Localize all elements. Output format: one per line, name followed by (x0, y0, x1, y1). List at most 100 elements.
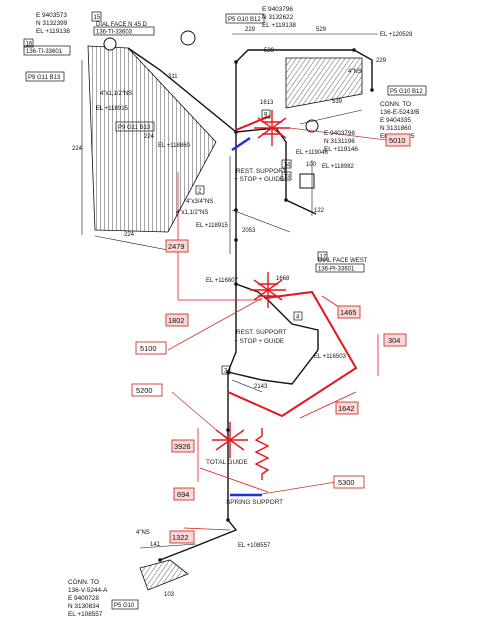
coord-right-conn-1: CONN. TO (380, 101, 411, 108)
tag-p5-g10-bottom: P5 G10 (114, 603, 135, 609)
coord-top-left-e: E 9403573 (36, 12, 67, 19)
balloon-14: 14 (284, 163, 291, 169)
pipe-size-label-2: 4"NS (348, 69, 362, 75)
coord-mid-right-n: N 3131196 (324, 138, 355, 145)
elevation-118982: EL +118982 (322, 164, 355, 170)
spring-coil (254, 428, 270, 480)
callout-5200: 5200 (136, 386, 152, 395)
coord-top-center-n: N 3132622 (262, 14, 294, 21)
support-symbol-top (254, 110, 290, 146)
dim-141: 141 (150, 542, 161, 548)
callout-5100: 5100 (140, 344, 156, 353)
tag-dial-face-45-line1: DIAL FACE N 45 D (96, 22, 147, 28)
support-symbol-guide (212, 422, 248, 458)
dim-1668: 1668 (276, 276, 290, 282)
tag-ti-33601: 136-TI-33601 (26, 49, 63, 55)
hatched-plane-bottom (139, 559, 189, 591)
top-blue-segment (231, 137, 251, 151)
tag-dial-face-west-line2: 136-PI-33601 (318, 267, 355, 273)
elevation-108557: EL +108557 (238, 543, 271, 549)
callout-1642: 1642 (338, 404, 354, 413)
dim-1613: 1613 (260, 100, 274, 106)
elevation-120528: EL +120528 (380, 32, 413, 38)
tag-p5-g10-b12-right: P5 G10 B12 (390, 89, 423, 95)
note-rest-support-1-line2: + STOP + GUIDE (234, 176, 284, 183)
coord-right-conn-3: E 9404335 (380, 117, 411, 124)
hatched-plane-left (87, 45, 217, 233)
pipe-size-label-4: 4"x1,1/2"NS (176, 210, 208, 216)
dim-122: 122 (314, 208, 325, 214)
callout-2479: 2479 (168, 242, 184, 251)
tag-dial-face-west-line1: DIAL FACE WEST (318, 258, 368, 264)
note-spring-support: SPRING SUPPORT (226, 499, 283, 506)
dim-311: 311 (168, 74, 178, 80)
elevation-116503: EL +116503 (314, 354, 347, 360)
elevation-118860: EL +118860 (158, 143, 191, 149)
coord-mid-right-el: EL +119146 (324, 146, 358, 153)
balloon-13: 13 (284, 175, 291, 181)
coord-bottom-conn-1: CONN. TO (68, 579, 99, 586)
elevation-118915-a: EL +118915 (96, 106, 129, 112)
pipe-size-label-3: 4"x3/4"NS (186, 199, 213, 205)
coord-top-left-n: N 3132399 (36, 20, 68, 27)
balloon-16: 16 (26, 42, 33, 48)
balloon-3: 3 (224, 369, 228, 375)
tag-p5-g10-b12-top: P5 G10 B12 (228, 17, 261, 23)
callout-304: 304 (388, 336, 400, 345)
tag-p9-g11-b13-left: P9 G11 B13 (28, 75, 61, 81)
callout-3926: 3926 (174, 442, 190, 451)
elevation-118915-b: EL +118915 (196, 223, 229, 229)
coord-bottom-conn-4: N 3130834 (68, 603, 100, 610)
pipe-nodes (158, 48, 374, 562)
dim-229-a: 229 (245, 27, 256, 33)
balloon-9: 9 (264, 113, 268, 119)
note-rest-support-1-line1: REST. SUPPORT (236, 168, 287, 175)
coord-top-center-el: EL +119138 (262, 22, 296, 29)
dim-539-a: 539 (264, 48, 275, 54)
support-symbol-mid (250, 272, 286, 308)
coord-bottom-conn-5: EL +108557 (68, 611, 103, 618)
balloon-15: 15 (94, 15, 101, 21)
dim-103: 103 (164, 592, 175, 598)
tag-dial-face-45-line2: 136-TI-33603 (96, 30, 133, 36)
coord-bottom-conn-3: E 9400728 (68, 595, 99, 602)
coord-mid-right-e: E 9403796 (324, 130, 355, 137)
note-rest-support-2-line1: REST. SUPPORT (236, 329, 287, 336)
coord-bottom-conn-2: 136-V-5244-A (68, 587, 108, 594)
callout-694: 694 (177, 490, 189, 499)
dim-529: 529 (316, 27, 327, 33)
dim-229-b: 229 (376, 58, 387, 64)
dim-2143: 2143 (254, 384, 268, 390)
instrument-gauges (103, 30, 319, 189)
pipe-size-label-5: 4"NS (136, 530, 150, 536)
dim-224-a: 224 (72, 146, 83, 152)
dim-224-c: 224 (144, 134, 155, 140)
callout-leaders (167, 127, 387, 495)
callout-1322: 1322 (172, 533, 188, 542)
dim-100: 100 (306, 162, 317, 168)
dim-2053: 2053 (242, 228, 256, 234)
coord-right-conn-2: 136-E-5243/B (380, 109, 419, 116)
coord-top-left-el: EL +119138 (36, 28, 70, 35)
callout-1465: 1465 (340, 308, 356, 317)
note-rest-support-2-line2: + STOP + GUIDE (234, 338, 284, 345)
tag-p9-g11-b13-mid: P9 G11 B13 (118, 125, 151, 131)
coord-top-center-e: E 9403796 (262, 6, 293, 13)
balloon-2: 2 (198, 189, 202, 195)
dimension-lines (81, 33, 378, 549)
hatched-plane-top-right (285, 57, 363, 109)
dim-539-b: 539 (332, 99, 343, 105)
elevation-119046: EL +119046 (296, 150, 329, 156)
callout-5010: 5010 (389, 136, 405, 145)
note-total-guide: TOTAL GUIDE (206, 459, 248, 466)
balloon-4: 4 (296, 315, 300, 321)
callout-1802: 1802 (168, 316, 184, 325)
elevation-116807: EL +116807 (206, 278, 239, 284)
dim-224-b: 224 (124, 232, 135, 238)
balloon-17: 17 (320, 255, 327, 261)
callout-5300: 5300 (338, 478, 354, 487)
coord-right-conn-4: N 3131860 (380, 125, 412, 132)
pipe-size-label-1: 4"x1,1/2"NS (100, 91, 132, 97)
